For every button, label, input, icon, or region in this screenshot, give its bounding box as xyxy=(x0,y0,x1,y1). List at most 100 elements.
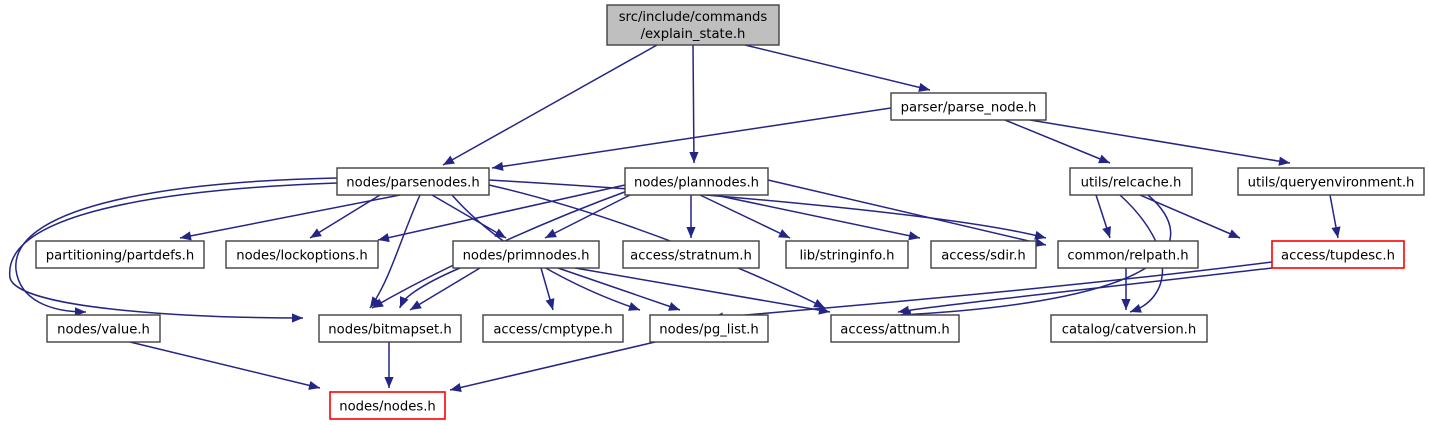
edge-parse_node-to-queryenv xyxy=(1029,119,1291,166)
arrowhead-icon xyxy=(400,296,409,308)
edge-plannodes-to-stratnum xyxy=(686,195,696,238)
edge-root-to-plannodes xyxy=(689,44,699,164)
node-box-partdefs[interactable] xyxy=(35,240,205,269)
graph-node-root[interactable]: src/include/commands/explain_state.h xyxy=(606,4,780,46)
node-box-stringinfo[interactable] xyxy=(785,240,909,269)
graph-node-parsenodes[interactable]: nodes/parsenodes.h xyxy=(336,167,490,196)
node-box-catversion[interactable] xyxy=(1050,314,1208,343)
graph-node-plannodes[interactable]: nodes/plannodes.h xyxy=(624,167,769,196)
arrowhead-icon xyxy=(668,302,680,311)
node-box-primnodes[interactable] xyxy=(452,240,600,269)
node-box-relcache[interactable] xyxy=(1069,167,1193,196)
node-box-sdir[interactable] xyxy=(930,240,1037,269)
node-box-queryenv[interactable] xyxy=(1237,167,1425,196)
node-box-root[interactable] xyxy=(606,4,780,46)
edge-parsenodes-to-value xyxy=(15,177,338,317)
node-box-value[interactable] xyxy=(46,314,161,343)
arrowhead-icon xyxy=(410,300,422,310)
arrowhead-icon xyxy=(384,377,394,388)
graph-node-sdir[interactable]: access/sdir.h xyxy=(930,240,1037,269)
edge-parsenodes-to-partdefs xyxy=(179,194,401,241)
node-box-stratnum[interactable] xyxy=(622,240,760,269)
arrowhead-icon xyxy=(1034,230,1046,240)
arrowhead-icon xyxy=(443,155,455,165)
arrowhead-icon xyxy=(908,231,920,241)
graph-node-primnodes[interactable]: nodes/primnodes.h xyxy=(452,240,600,269)
node-box-lockoptions[interactable] xyxy=(225,240,379,269)
arrowhead-icon xyxy=(494,228,506,238)
edge-value-to-nodes xyxy=(129,341,321,390)
node-box-relpath[interactable] xyxy=(1057,240,1199,269)
arrowhead-icon xyxy=(778,229,790,238)
node-box-nodes[interactable] xyxy=(329,391,446,420)
arrowhead-icon xyxy=(813,298,825,308)
node-box-tupdesc[interactable] xyxy=(1271,240,1405,269)
edge-parsenodes-to-bitmapset xyxy=(9,182,338,323)
node-box-parse_node[interactable] xyxy=(890,92,1047,121)
graph-node-cmptype[interactable]: access/cmptype.h xyxy=(482,314,624,343)
edge-parsenodes-to-lockoptions xyxy=(309,194,381,239)
graph-node-bitmapset[interactable]: nodes/bitmapset.h xyxy=(318,314,462,343)
edge-plannodes-to-stringinfo xyxy=(699,194,791,239)
graph-node-parse_node[interactable]: parser/parse_node.h xyxy=(890,92,1047,121)
arrowhead-icon xyxy=(74,307,86,317)
arrowhead-icon xyxy=(918,82,930,92)
arrowhead-icon xyxy=(492,161,504,171)
edge-queryenv-to-tupdesc xyxy=(1329,194,1341,239)
arrowhead-icon xyxy=(1228,229,1240,238)
graph-node-attnum[interactable]: access/attnum.h xyxy=(830,314,960,343)
arrowhead-icon xyxy=(545,298,555,310)
graph-node-catversion[interactable]: catalog/catversion.h xyxy=(1050,314,1208,343)
node-box-attnum[interactable] xyxy=(830,314,960,343)
graph-node-tupdesc[interactable]: access/tupdesc.h xyxy=(1271,240,1405,269)
node-box-bitmapset[interactable] xyxy=(318,314,462,343)
arrowhead-icon xyxy=(1331,226,1341,238)
arrowhead-icon xyxy=(628,302,640,311)
arrowhead-icon xyxy=(450,383,462,392)
edge-plannodes-to-lockoptions xyxy=(377,184,626,243)
graph-node-partdefs[interactable]: partitioning/partdefs.h xyxy=(35,240,205,269)
edge-parse_node-to-relcache xyxy=(1004,119,1111,164)
graph-node-relcache[interactable]: utils/relcache.h xyxy=(1069,167,1193,196)
arrowhead-icon xyxy=(310,228,322,238)
graph-node-stringinfo[interactable]: lib/stringinfo.h xyxy=(785,240,909,269)
edge-parsenodes-to-relpath xyxy=(488,179,1047,240)
edge-relcache-to-tupdesc xyxy=(1139,194,1241,239)
graph-node-queryenv[interactable]: utils/queryenvironment.h xyxy=(1237,167,1425,196)
arrowhead-icon xyxy=(1130,303,1142,313)
arrowhead-icon xyxy=(370,296,380,308)
graph-node-stratnum[interactable]: access/stratnum.h xyxy=(622,240,760,269)
node-box-parsenodes[interactable] xyxy=(336,167,490,196)
graph-node-pg_list[interactable]: nodes/pg_list.h xyxy=(649,314,769,343)
arrowhead-icon xyxy=(1278,156,1290,166)
arrowhead-icon xyxy=(1098,154,1110,164)
node-box-plannodes[interactable] xyxy=(624,167,769,196)
arrowhead-icon xyxy=(1121,299,1131,310)
edge-plannodes-to-relpath xyxy=(767,179,1047,247)
edge-relpath-to-catversion xyxy=(1121,268,1131,310)
arrowhead-icon xyxy=(898,305,910,315)
graph-node-lockoptions[interactable]: nodes/lockoptions.h xyxy=(225,240,379,269)
arrowhead-icon xyxy=(308,380,320,390)
arrowhead-icon xyxy=(686,227,696,238)
arrowhead-icon xyxy=(372,298,384,308)
graph-node-nodes[interactable]: nodes/nodes.h xyxy=(329,391,446,420)
edge-primnodes-to-bitmapset_c xyxy=(399,267,461,309)
edge-relcache-to-catversion xyxy=(1119,194,1164,313)
node-box-cmptype[interactable] xyxy=(482,314,624,343)
edge-tupdesc-to-attnum xyxy=(897,267,1273,315)
edge-relcache-to-relpath xyxy=(1095,194,1111,239)
node-box-pg_list[interactable] xyxy=(649,314,769,343)
edge-parsenodes-to-primnodes xyxy=(431,194,507,239)
graph-node-relpath[interactable]: common/relpath.h xyxy=(1057,240,1199,269)
graph-node-value[interactable]: nodes/value.h xyxy=(46,314,161,343)
edge-tupdesc-to-pg_list xyxy=(711,261,1273,322)
arrowhead-icon xyxy=(291,313,303,323)
edge-primnodes-to-cmptype xyxy=(540,267,555,311)
edge-bitmapset-to-nodes xyxy=(384,342,394,388)
edge-layer xyxy=(9,44,1341,392)
edge-pg_list-to-nodes xyxy=(449,341,656,392)
arrowhead-icon xyxy=(1034,238,1046,247)
